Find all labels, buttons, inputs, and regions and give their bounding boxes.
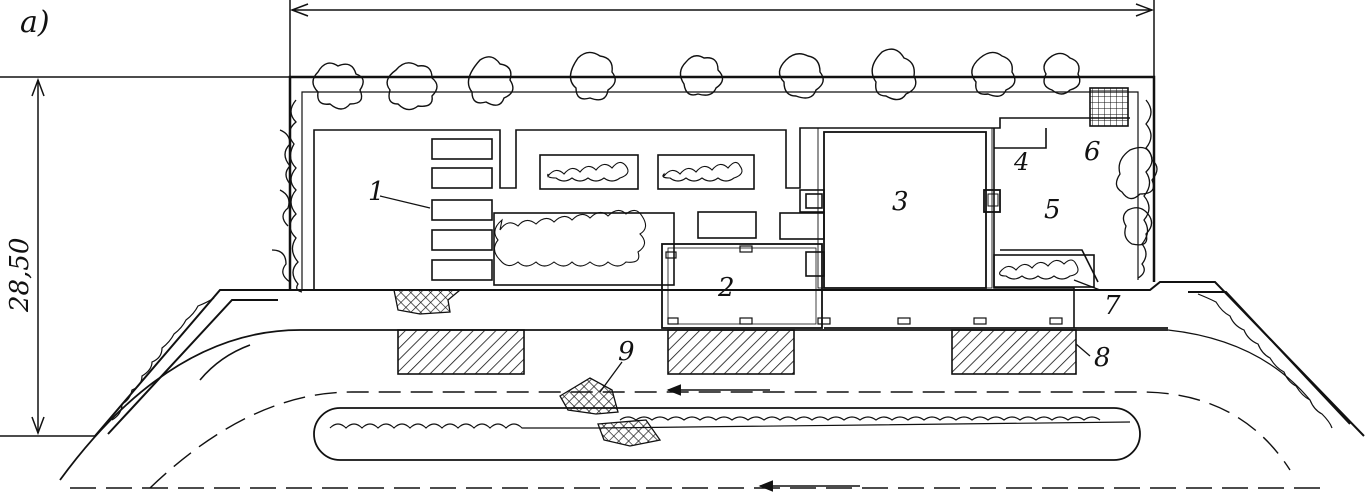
label-7: 7 — [1104, 291, 1121, 321]
figure-label: a) — [20, 5, 50, 40]
label-2: 2 — [717, 273, 735, 303]
side-hedge-right — [1115, 99, 1158, 279]
site-boundary — [288, 75, 1156, 290]
vertical-dimension — [0, 76, 290, 437]
building-2 — [661, 243, 1063, 329]
label-8: 8 — [1094, 343, 1111, 373]
tree-row — [312, 48, 1081, 111]
label-3: 3 — [892, 187, 909, 217]
side-hedge-left — [271, 99, 303, 293]
areas-4-5-6 — [993, 87, 1129, 328]
median-island — [313, 407, 1141, 461]
road-edges — [59, 329, 1330, 489]
site-front-edge — [94, 281, 1365, 437]
small-structures — [697, 189, 825, 277]
label-9: 9 — [618, 337, 635, 367]
dimension-label: 28,50 — [5, 238, 35, 313]
leader-lines — [599, 279, 1101, 393]
label-4: 4 — [1013, 148, 1029, 176]
shrub-beds — [493, 154, 1095, 288]
building-3 — [817, 127, 1168, 329]
parking-hatched — [397, 329, 1077, 375]
traffic-arrows — [199, 344, 860, 492]
slope-hedge-right — [1197, 293, 1333, 429]
label-5: 5 — [1044, 195, 1061, 225]
grid-area-6 — [1089, 87, 1129, 127]
label-1: 1 — [368, 177, 385, 207]
parking-block-1 — [379, 138, 493, 281]
label-6: 6 — [1084, 137, 1101, 167]
horizontal-dimension — [289, 0, 1155, 78]
slope-hedge-left — [111, 297, 215, 421]
